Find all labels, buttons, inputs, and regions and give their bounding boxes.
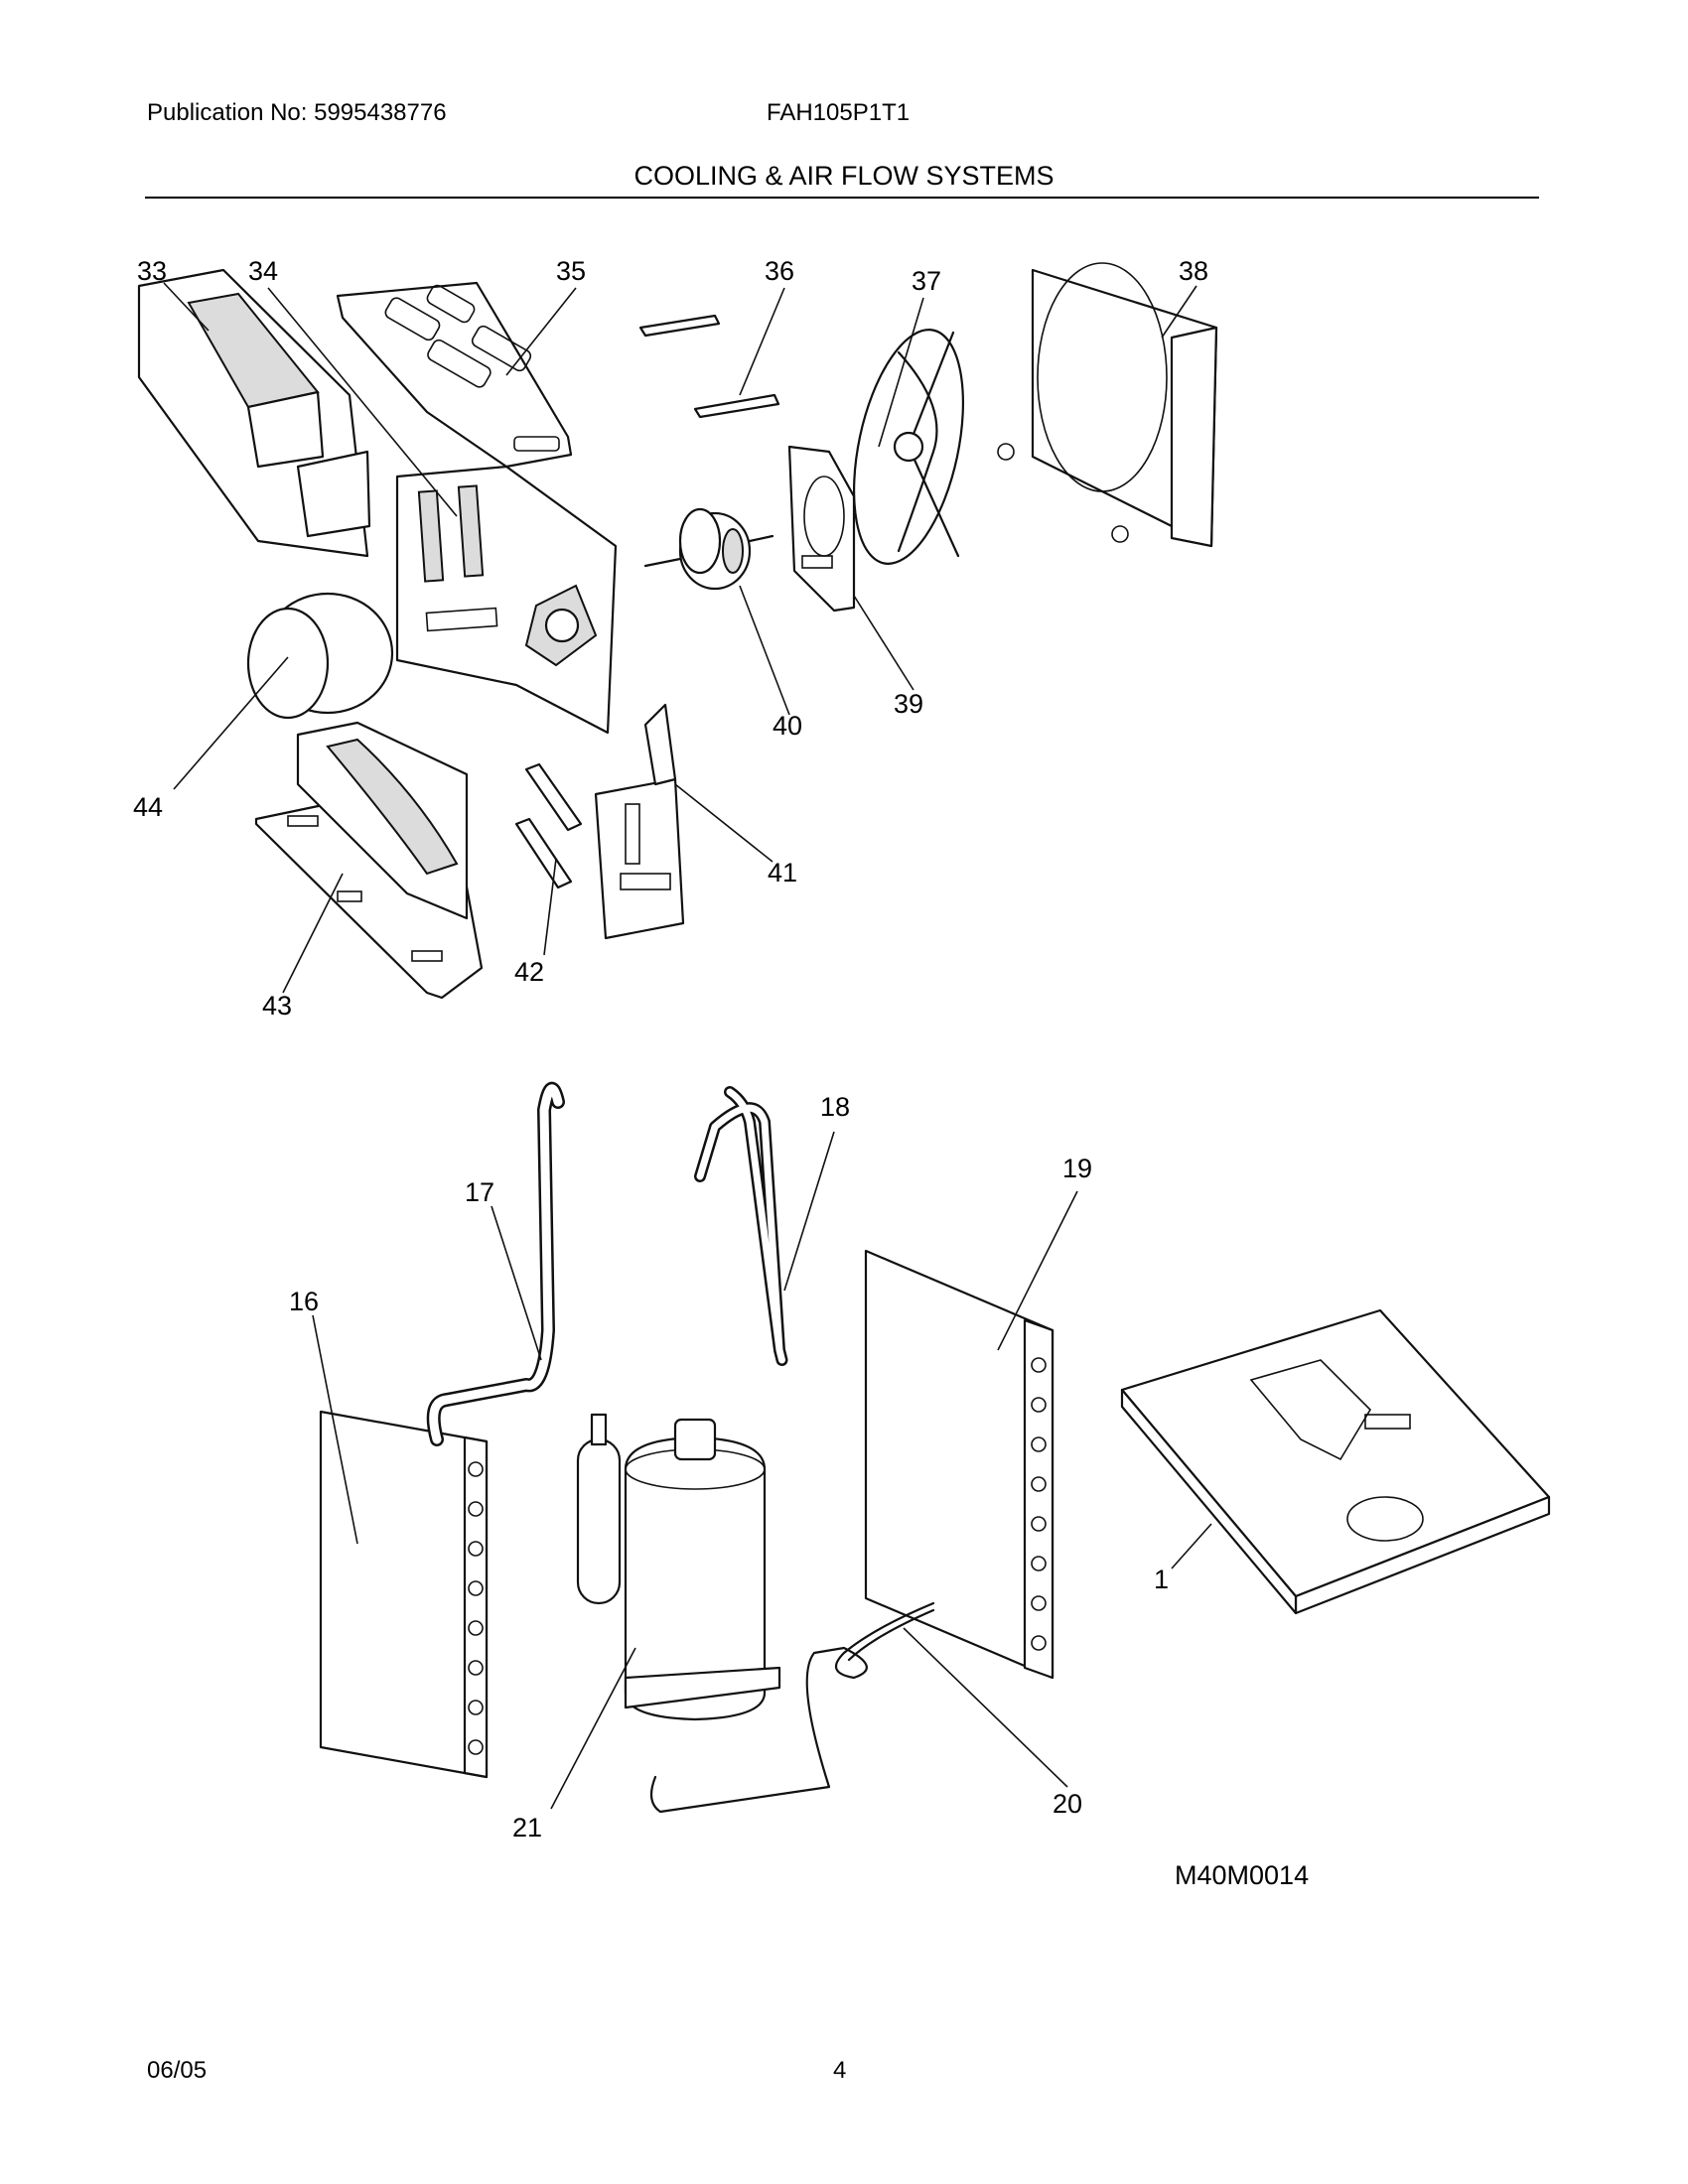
callout-36: 36 — [765, 256, 794, 286]
publication-number: Publication No: 5995438776 — [147, 99, 447, 126]
part-36-bracket-lower[interactable] — [693, 393, 780, 419]
callout-1: 1 — [1154, 1565, 1169, 1594]
part-34-partition-panel[interactable] — [395, 465, 618, 735]
part-18-discharge-tube[interactable] — [694, 1086, 788, 1366]
callout-21: 21 — [512, 1813, 542, 1843]
part-16-evaporator-coil[interactable] — [319, 1410, 489, 1779]
part-38-condenser-shroud[interactable] — [997, 262, 1218, 548]
footer-date: 06/05 — [147, 2057, 208, 2084]
part-19-condenser-coil[interactable] — [864, 1249, 1055, 1680]
part-20-capillary-tube[interactable] — [649, 1601, 935, 1814]
callout-18: 18 — [820, 1092, 850, 1122]
callout-44: 44 — [133, 792, 163, 822]
part-42-clip-lower[interactable] — [514, 817, 573, 889]
callout-40: 40 — [773, 711, 802, 741]
part-36-bracket-upper[interactable] — [638, 314, 721, 338]
callout-37: 37 — [912, 266, 941, 296]
part-43-blower-housing[interactable] — [254, 721, 484, 1000]
part-21-compressor[interactable] — [576, 1413, 781, 1721]
part-39-motor-bracket[interactable] — [787, 445, 856, 613]
callout-16: 16 — [289, 1287, 319, 1316]
callout-20: 20 — [1053, 1789, 1082, 1819]
section-title: COOLING & AIR FLOW SYSTEMS — [633, 161, 1055, 191]
part-42-clip-upper[interactable] — [524, 762, 583, 832]
part-37-fan-blade[interactable] — [835, 320, 982, 574]
part-1-base-pan[interactable] — [1120, 1308, 1551, 1615]
callout-35: 35 — [556, 256, 586, 286]
part-17-suction-tube[interactable] — [426, 1082, 565, 1446]
callout-19: 19 — [1062, 1154, 1092, 1183]
callout-33: 33 — [137, 256, 167, 286]
callout-numbers: 33 34 35 36 37 38 39 40 41 42 43 44 16 1… — [133, 256, 1208, 1843]
callout-41: 41 — [768, 858, 797, 887]
callout-42: 42 — [514, 957, 544, 987]
leader-lines — [163, 282, 1212, 1810]
callout-17: 17 — [465, 1177, 494, 1207]
callout-34: 34 — [248, 256, 278, 286]
part-44-blower-wheel[interactable] — [246, 592, 394, 720]
model-number: FAH105P1T1 — [767, 99, 911, 126]
drawing-code: M40M0014 — [1175, 1860, 1310, 1890]
page-number: 4 — [833, 2057, 847, 2084]
part-41-side-bracket[interactable] — [594, 703, 685, 940]
header-rule — [145, 197, 1539, 199]
part-35-top-plate[interactable] — [336, 281, 573, 469]
part-33-air-duct[interactable] — [137, 268, 371, 558]
callout-38: 38 — [1179, 256, 1208, 286]
part-40-fan-motor[interactable] — [643, 507, 774, 591]
callout-43: 43 — [262, 991, 292, 1021]
callout-39: 39 — [894, 689, 923, 719]
